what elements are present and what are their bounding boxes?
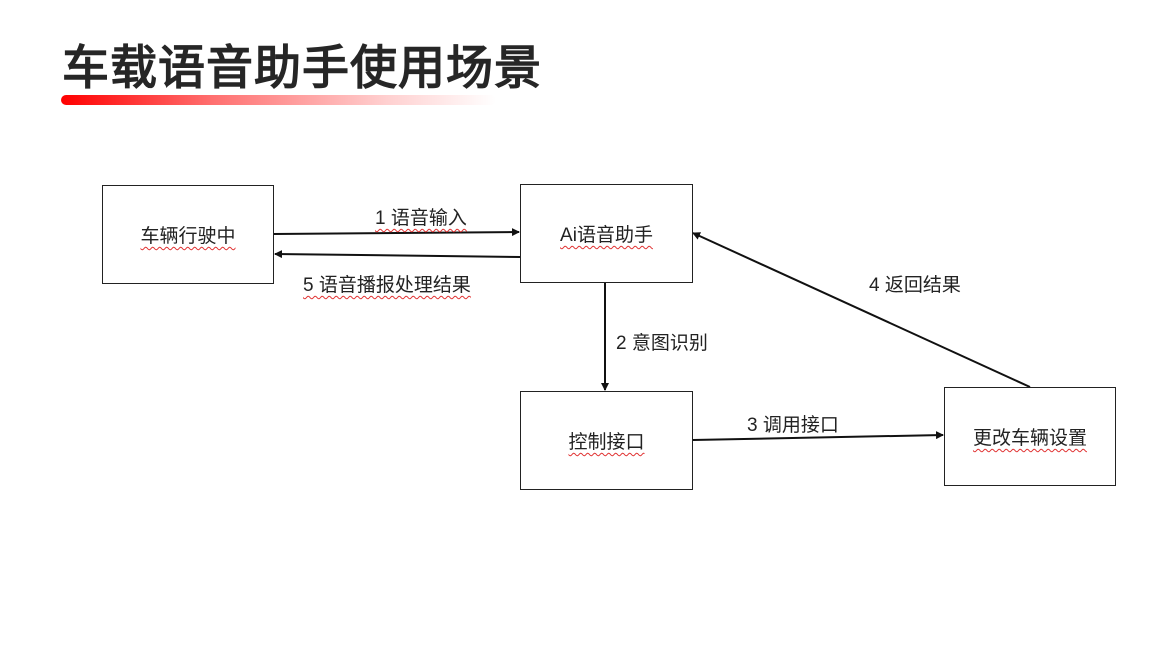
edge-label-voice-broadcast: 5 语音播报处理结果 (303, 275, 471, 296)
arrow-voice-input (273, 228, 520, 237)
title-underline-bar (61, 95, 496, 105)
node-vehicle-driving: 车辆行驶中 (102, 185, 274, 284)
edge-label-intent-recognition: 2 意图识别 (616, 333, 708, 354)
edge-label-call-interface: 3 调用接口 (747, 415, 839, 436)
node-label: Ai语音助手 (560, 225, 653, 246)
node-change-settings: 更改车辆设置 (944, 387, 1116, 486)
edge-label-voice-input: 1 语音输入 (375, 208, 467, 229)
page-title: 车载语音助手使用场景 (62, 41, 542, 94)
edge-label-return-result: 4 返回结果 (869, 275, 961, 296)
node-label: 车辆行驶中 (140, 226, 236, 247)
arrow-return-result (692, 232, 1031, 388)
node-label: 更改车辆设置 (972, 428, 1087, 449)
node-label: 控制接口 (568, 432, 645, 453)
arrow-call-interface (692, 431, 944, 441)
node-control-interface: 控制接口 (520, 391, 693, 490)
arrow-voice-broadcast (274, 250, 521, 259)
node-ai-assistant: Ai语音助手 (520, 184, 693, 283)
